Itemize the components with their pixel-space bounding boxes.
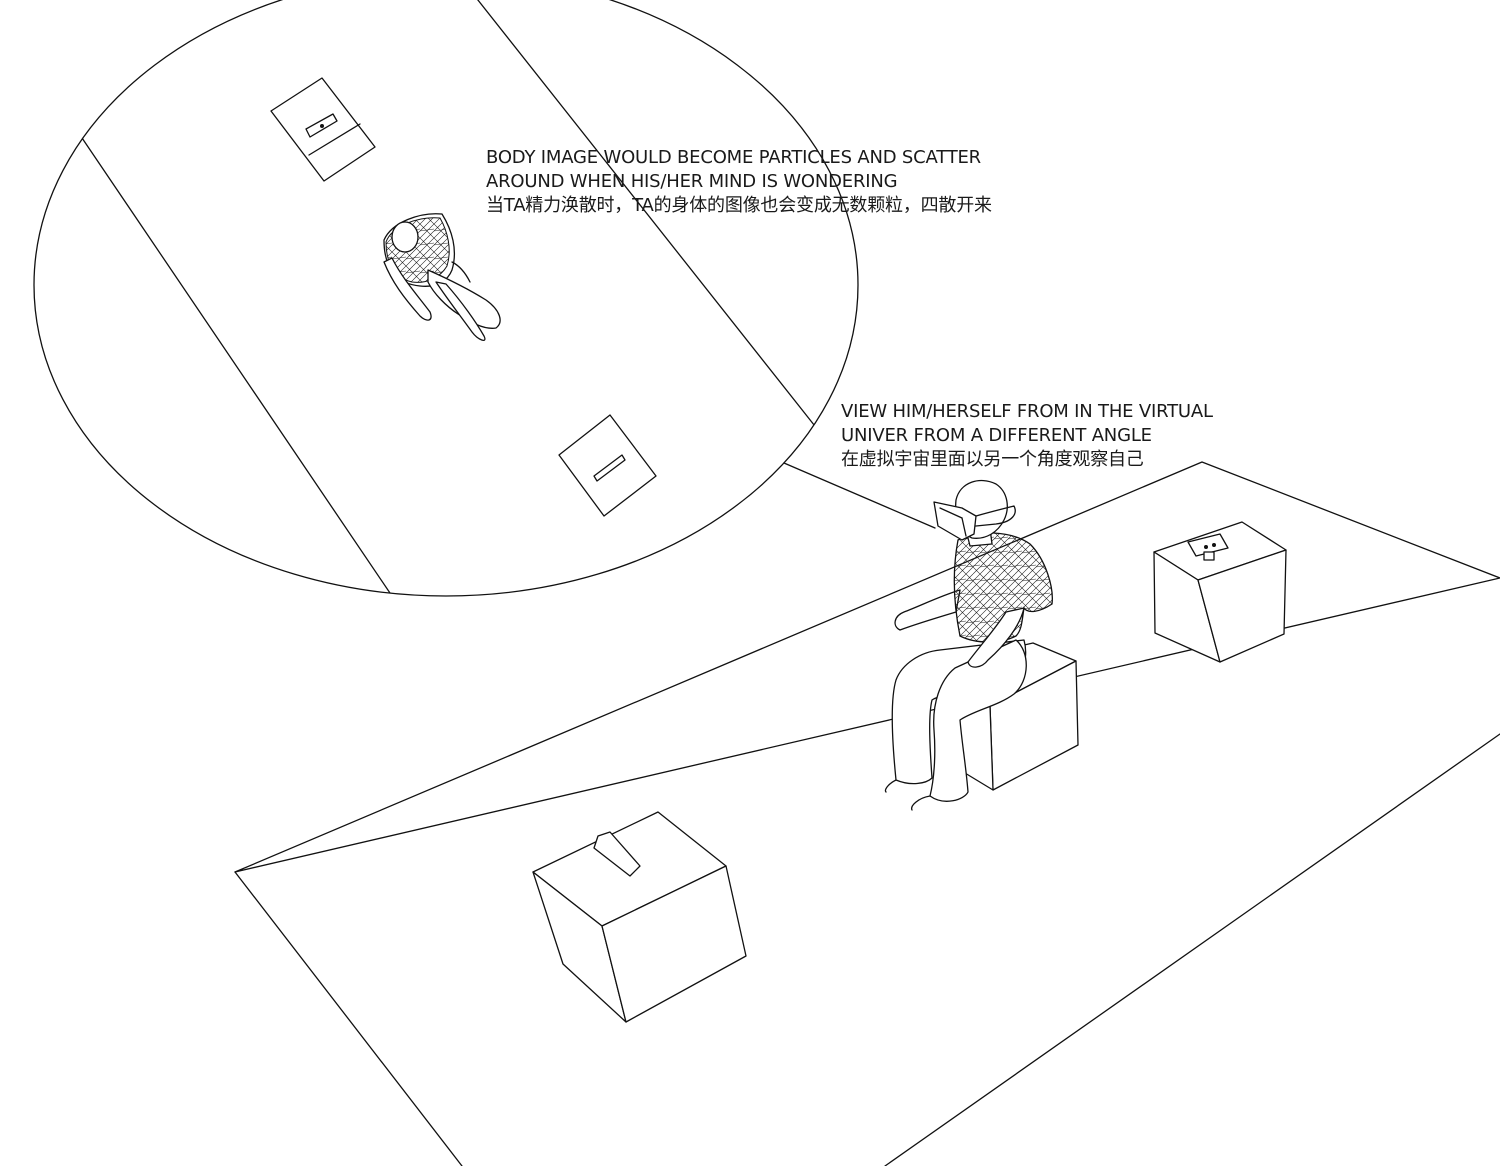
view-annotation-line3: 在虚拟宇宙里面以另一个角度观察自己 [841,449,1144,470]
platform-edge-left [234,871,463,1166]
inset-sensor-box-bottom [558,414,657,517]
view-annotation-line2: UNIVER FROM A DIFFERENT ANGLE [841,425,1152,446]
depth-camera-icon [1187,533,1229,557]
inset-circle [33,0,859,597]
view-annotation: VIEW HIM/HERSELF FROM IN THE VIRTUAL UNI… [841,400,1213,472]
particles-annotation-line3: 当TA精力涣散时，TA的身体的图像也会变成无数颗粒，四散开来 [486,195,992,216]
particles-annotation-line2: AROUND WHEN HIS/HER MIND IS WONDERING [486,171,898,192]
particles-annotation-line1: BODY IMAGE WOULD BECOME PARTICLES AND SC… [486,147,981,168]
platform-edge-right [884,733,1500,1166]
sensor-cube-front [532,811,747,1023]
vr-headset-icon [933,501,977,541]
inset-platform-edge-right [469,0,823,436]
inset-sensor-box-top [270,77,376,182]
particles-annotation: BODY IMAGE WOULD BECOME PARTICLES AND SC… [486,146,992,218]
vr-person [884,479,1053,811]
sensor-cube-right [1153,521,1287,663]
inset-person [383,213,501,341]
view-annotation-line1: VIEW HIM/HERSELF FROM IN THE VIRTUAL [841,401,1213,422]
inset-platform-edge-left [79,134,393,596]
platform-edge-back [234,461,1500,873]
inset-top-view [33,0,859,597]
depth-camera-icon [593,831,641,877]
callout-connector-line [783,462,936,529]
